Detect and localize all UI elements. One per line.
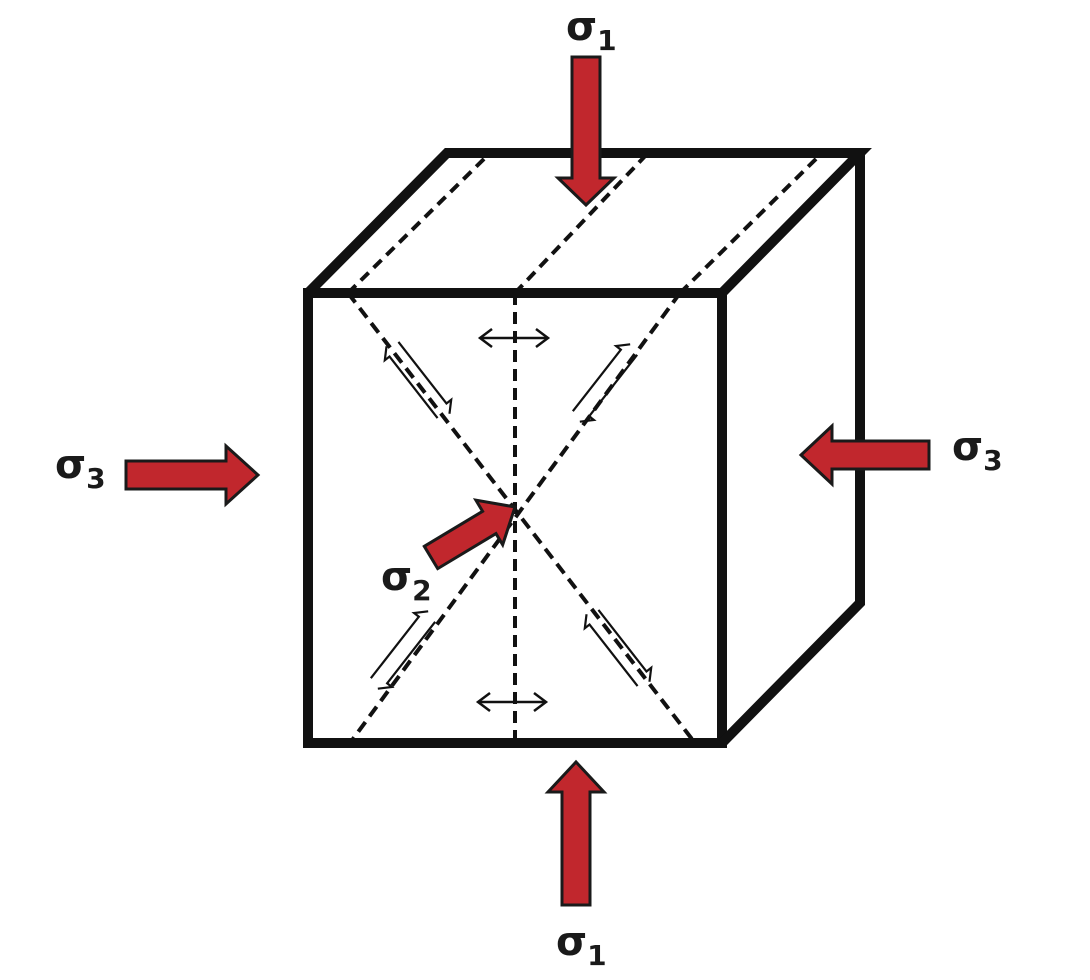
sigma3-left-label: σ3 <box>55 442 106 495</box>
sigma3-left-arrow <box>124 442 261 508</box>
cube-front-face <box>308 293 722 743</box>
cube <box>303 148 872 748</box>
shear-arrow-lower-left <box>369 610 437 690</box>
sigma1-top-arrow <box>554 55 618 208</box>
stress-arrows <box>124 55 931 907</box>
extension-arrow-bottom <box>475 692 549 712</box>
sigma1-bottom-label: σ1 <box>556 919 607 972</box>
shear-arrows <box>369 341 653 690</box>
shear-arrow-lower-right <box>583 609 653 687</box>
front-face-dashed-planes <box>346 291 697 745</box>
cube-right-face <box>722 153 860 743</box>
sigma3-right-arrow <box>798 422 931 488</box>
sigma2-label: σ2 <box>381 554 432 607</box>
stress-labels: σ1 σ1 σ3 σ3 σ2 <box>55 4 1003 972</box>
conjugate-plane-b <box>348 291 682 745</box>
top-face-dashed-planes <box>346 151 824 295</box>
shear-arrow-upper-left <box>383 341 453 419</box>
shear-arrow-upper-right <box>571 343 639 423</box>
cube-outline <box>303 148 872 748</box>
sigma3-right-label: σ3 <box>952 424 1003 477</box>
sigma1-bottom-arrow <box>544 759 608 907</box>
extension-arrow-top <box>477 328 551 348</box>
sigma1-top-label: σ1 <box>566 4 617 57</box>
sigma2-arrow <box>422 498 517 571</box>
